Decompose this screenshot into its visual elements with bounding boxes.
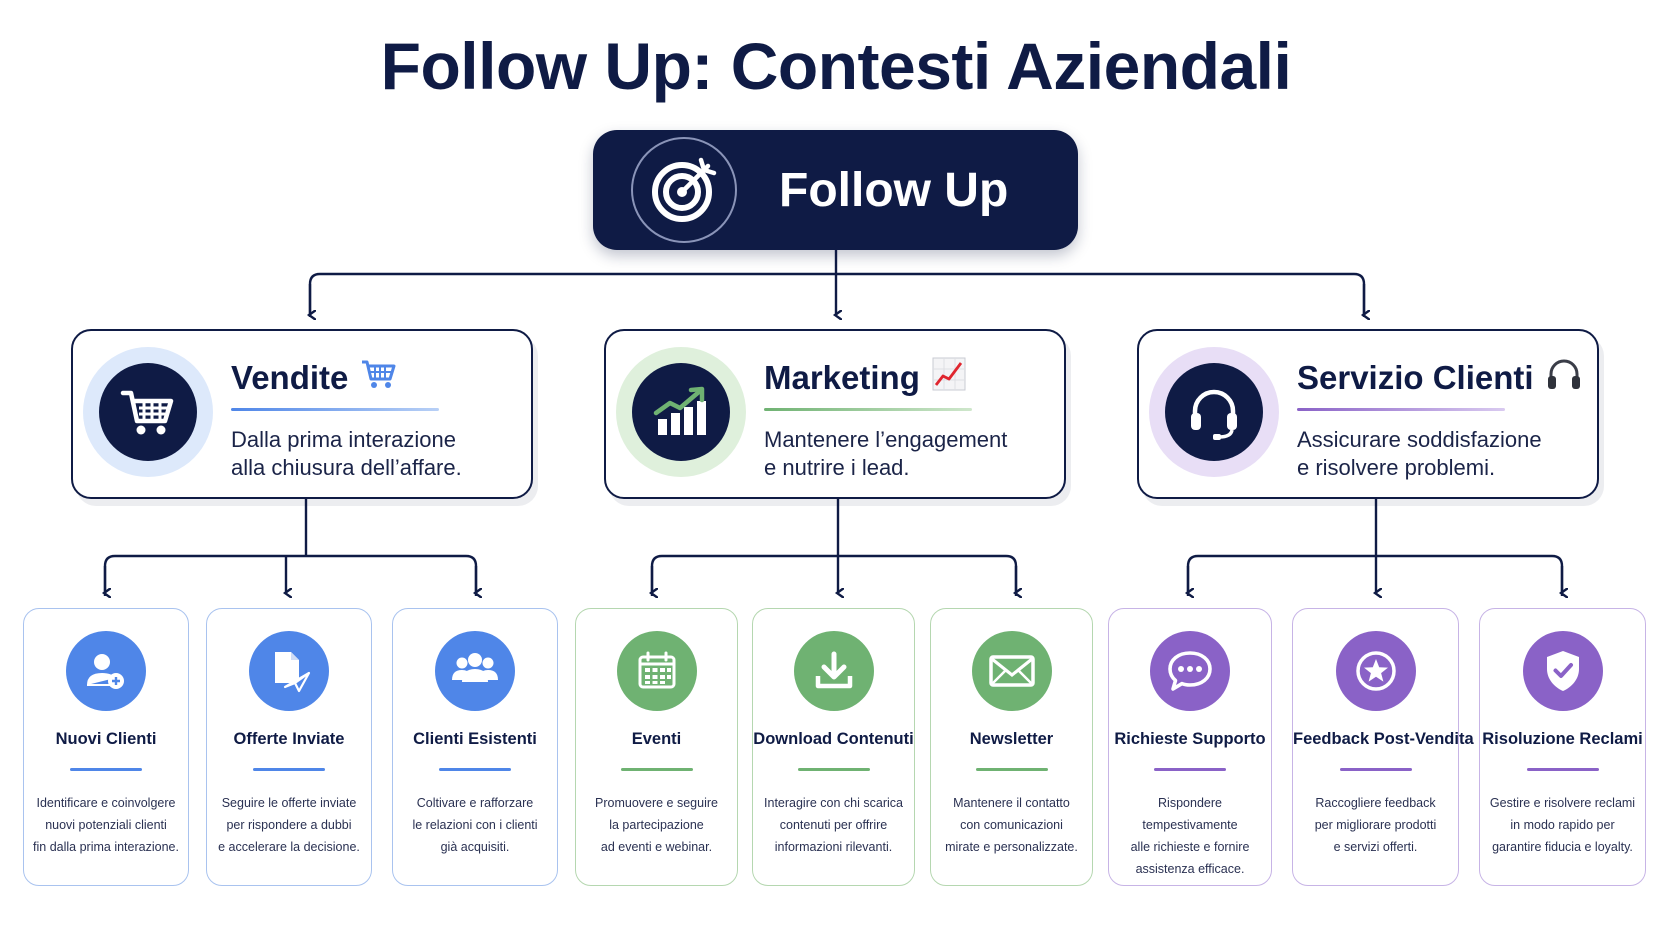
category-card-marketing: Marketing Mantenere l’engagement e nutri… — [604, 329, 1066, 499]
sub-desc-line: per rispondere a dubbi — [226, 818, 352, 832]
sub-desc-line: ad eventi e webinar. — [600, 840, 713, 854]
root-node: Follow Up — [593, 130, 1078, 250]
trend-chart-icon — [932, 357, 966, 399]
star-icon — [1335, 631, 1416, 711]
target-icon — [631, 137, 737, 243]
sub-title: Eventi — [631, 730, 682, 748]
category-card-vendite: Vendite Dalla prima interazione alla chi… — [71, 329, 533, 499]
sub-title: Clienti Esistenti — [413, 730, 537, 748]
sub-card-newsletter: Newsletter Mantenere il contatto con com… — [930, 608, 1093, 886]
sub-desc-line: Identificare e coinvolgere — [36, 796, 176, 810]
sub-title: Download Contenuti — [753, 730, 914, 748]
sub-desc-line: Promuovere e seguire — [595, 796, 718, 810]
sub-title: Offerte Inviate — [233, 730, 345, 748]
category-desc-line: Dalla prima interazione — [231, 427, 456, 452]
sub-desc-line: Interagire con chi scarica — [764, 796, 903, 810]
shopping-cart-icon — [99, 363, 197, 461]
category-title: Servizio Clienti — [1297, 359, 1534, 396]
sub-title: Newsletter — [969, 730, 1054, 748]
sub-desc-line: mirate e personalizzate. — [945, 840, 1078, 854]
category-desc-line: alla chiusura dell’affare. — [231, 455, 462, 480]
sub-title: Risoluzione Reclami — [1482, 730, 1643, 748]
headphones-icon — [1546, 357, 1582, 399]
users-group-icon — [435, 631, 515, 711]
envelope-icon — [971, 631, 1052, 711]
sub-desc-line: le relazioni con i clienti — [412, 818, 538, 832]
sub-desc-line: in modo rapido per — [1510, 818, 1615, 832]
sub-card-feedback-post-vendita: Feedback Post-Vendita Raccogliere feedba… — [1292, 608, 1474, 886]
sub-desc-line: per migliorare prodotti — [1314, 818, 1437, 832]
sub-desc-line: Seguire le offerte inviate — [221, 796, 357, 810]
growth-chart-icon — [632, 363, 730, 461]
sub-desc-line: nuovi potenziali clienti — [45, 818, 167, 832]
category-desc-line: e risolvere problemi. — [1297, 455, 1496, 480]
add-user-icon — [66, 631, 146, 711]
sub-desc-line: fin dalla prima interazione. — [33, 840, 179, 854]
sub-desc-line: la partecipazione — [609, 818, 704, 832]
sub-desc-line: Gestire e risolvere reclami — [1489, 796, 1636, 810]
sub-desc-line: Rispondere tempestivamente — [1142, 796, 1238, 832]
sub-title: Feedback Post-Vendita — [1293, 730, 1474, 748]
sub-desc-line: Mantenere il contatto — [953, 796, 1070, 810]
sub-desc-line: contenuti per offrire — [779, 818, 888, 832]
sub-desc-line: garantire fiducia e loyalty. — [1492, 840, 1633, 854]
shield-check-icon — [1522, 631, 1603, 711]
sub-desc-line: con comunicazioni — [960, 818, 1063, 832]
category-title: Marketing — [764, 359, 920, 396]
sub-card-richieste-supporto: Richieste Supporto Rispondere tempestiva… — [1108, 608, 1272, 886]
sub-desc-line: alle richieste e fornire — [1130, 840, 1250, 854]
category-card-servizio-clienti: Servizio Clienti Assicurare soddisfazion… — [1137, 329, 1599, 499]
sub-desc-line: Raccogliere feedback — [1315, 796, 1436, 810]
sub-card-risoluzione-reclami: Risoluzione Reclami Gestire e risolvere … — [1479, 608, 1646, 886]
category-desc-line: Assicurare soddisfazione — [1297, 427, 1542, 452]
download-icon — [793, 631, 874, 711]
document-send-icon — [249, 631, 329, 711]
sub-desc-line: Coltivare e rafforzare — [416, 796, 534, 810]
sub-card-offerte-inviate: Offerte Inviate Seguire le offerte invia… — [206, 608, 372, 886]
root-label: Follow Up — [779, 163, 1009, 217]
category-desc-line: Mantenere l’engagement — [764, 427, 1008, 452]
sub-card-clienti-esistenti: Clienti Esistenti Coltivare e rafforzare… — [392, 608, 558, 886]
headset-icon — [1165, 363, 1263, 461]
category-title: Vendite — [231, 359, 349, 396]
sub-desc-line: e servizi offerti. — [1333, 840, 1418, 854]
sub-title: Nuovi Clienti — [55, 730, 157, 748]
sub-title: Richieste Supporto — [1114, 730, 1266, 748]
sub-card-nuovi-clienti: Nuovi Clienti Identificare e coinvolgere… — [23, 608, 189, 886]
sub-desc-line: già acquisiti. — [440, 840, 510, 854]
sub-card-eventi: Eventi Promuovere e seguire la partecipa… — [575, 608, 738, 886]
category-desc-line: e nutrire i lead. — [764, 455, 910, 480]
cart-icon — [360, 357, 398, 399]
sub-desc-line: assistenza efficace. — [1135, 862, 1245, 876]
page-title: Follow Up: Contesti Aziendali — [380, 29, 1292, 103]
calendar-icon — [616, 631, 697, 711]
sub-card-download-contenuti: Download Contenuti Interagire con chi sc… — [752, 608, 915, 886]
sub-desc-line: e accelerare la decisione. — [218, 840, 360, 854]
sub-desc-line: informazioni rilevanti. — [774, 840, 893, 854]
chat-bubble-icon — [1150, 631, 1230, 711]
